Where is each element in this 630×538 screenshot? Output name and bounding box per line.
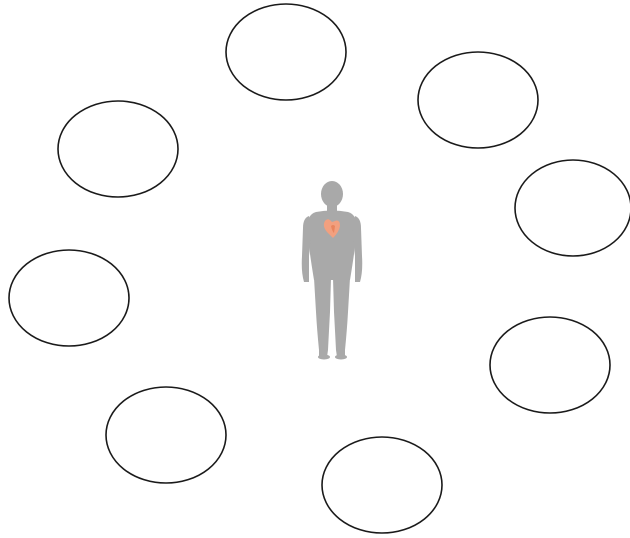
oval-right — [515, 160, 630, 256]
oval-lower-left — [106, 387, 226, 483]
oval-left — [9, 250, 129, 346]
oval-bottom — [322, 437, 442, 533]
oval-upper-left — [58, 101, 178, 197]
oval-upper-right — [418, 52, 538, 148]
oval-lower-right — [490, 317, 610, 413]
human-body-icon — [302, 181, 363, 360]
oval-top — [226, 4, 346, 100]
